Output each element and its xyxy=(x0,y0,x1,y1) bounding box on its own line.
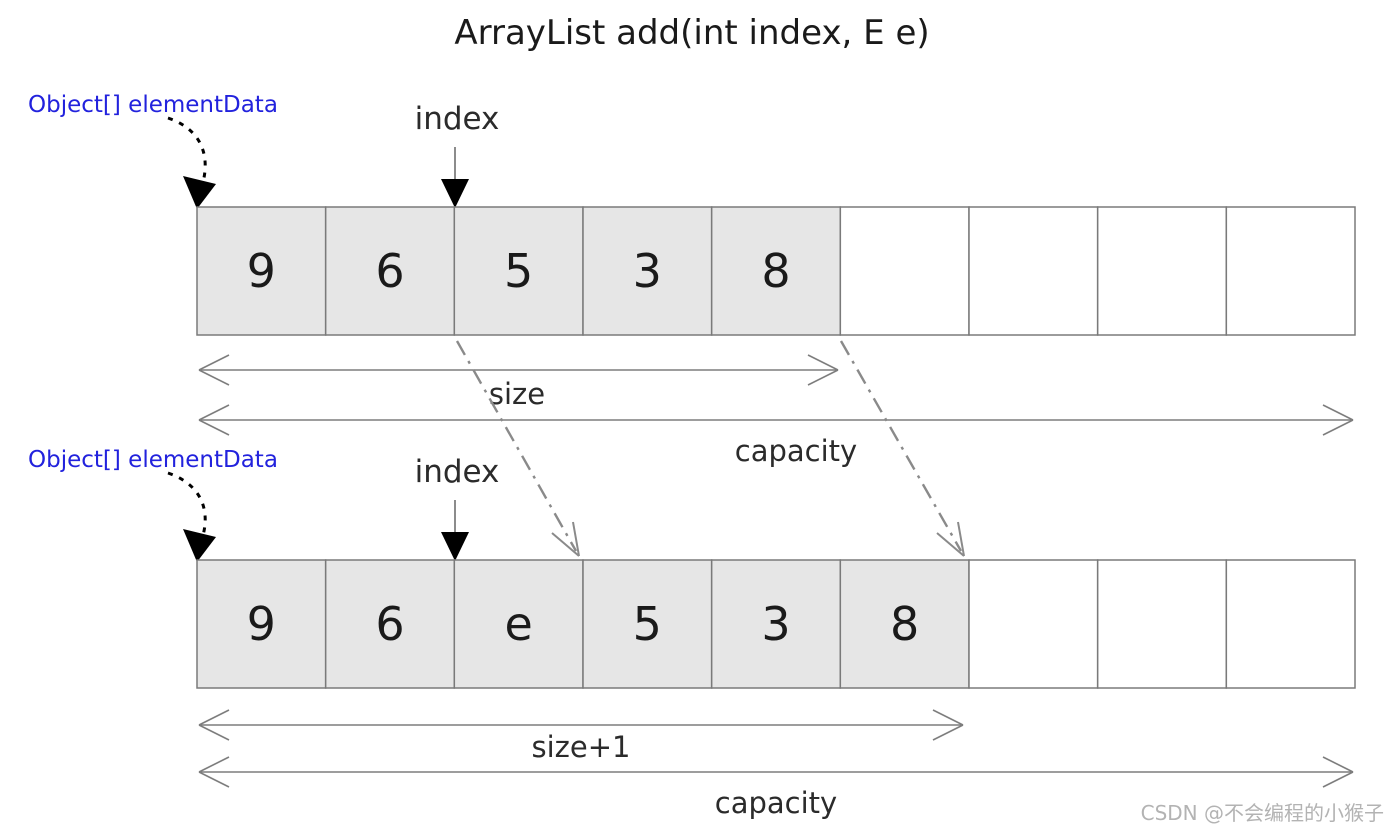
bottom-array-section: Object[] elementData index 9 6 e 5 3 xyxy=(28,447,1356,820)
array-cell xyxy=(968,559,1099,689)
top-array-section: Object[] elementData index 9 6 5 3 8 xyxy=(28,92,1356,468)
cell-value: 3 xyxy=(761,597,790,651)
array-cell xyxy=(196,206,327,336)
top-size-arrow xyxy=(198,354,839,386)
arrowhead-icon xyxy=(936,532,965,557)
arrowhead-icon xyxy=(551,532,580,557)
arrowhead-icon xyxy=(807,354,839,371)
arrow-shaft xyxy=(839,340,963,552)
cell-value: 9 xyxy=(247,244,276,298)
cell-value: 6 xyxy=(375,597,404,651)
arrowhead-icon xyxy=(198,369,230,386)
arrowhead-icon xyxy=(198,724,230,741)
cell-value: 8 xyxy=(761,244,790,298)
arrowhead-icon xyxy=(198,771,230,788)
bottom-elementdata-pointer-arrow xyxy=(167,471,216,562)
arrowhead-icon xyxy=(183,529,216,562)
diagram-title: ArrayList add(int index, E e) xyxy=(454,13,929,53)
array-cell xyxy=(1225,206,1356,336)
top-index-label: index xyxy=(415,101,500,137)
shift-arrow-end xyxy=(839,340,965,557)
top-capacity-arrow xyxy=(198,404,1354,436)
array-cell xyxy=(968,206,1099,336)
bottom-index-pointer-arrow xyxy=(441,500,469,561)
cell-value-inserted: e xyxy=(505,597,533,651)
top-index-pointer-arrow xyxy=(441,147,469,208)
array-cell xyxy=(582,559,713,689)
top-array: 9 6 5 3 8 xyxy=(196,206,1356,336)
arrowhead-icon xyxy=(198,354,230,371)
dashed-curve xyxy=(167,471,207,540)
arrowhead-icon xyxy=(183,176,216,209)
cell-value: 9 xyxy=(247,597,276,651)
arrowhead-icon xyxy=(957,521,965,557)
arrowhead-icon xyxy=(572,521,580,557)
bottom-capacity-label: capacity xyxy=(715,786,837,820)
array-cell xyxy=(1096,559,1228,689)
cell-value: 5 xyxy=(504,244,533,298)
array-cell xyxy=(1096,206,1228,336)
bottom-array: 9 6 e 5 3 8 xyxy=(196,559,1356,689)
top-size-label: size xyxy=(489,377,545,411)
arrow-shaft xyxy=(455,340,578,552)
array-cell xyxy=(710,559,842,689)
cell-value: 8 xyxy=(890,597,919,651)
cell-value: 3 xyxy=(633,244,662,298)
array-cell xyxy=(453,206,584,336)
bottom-capacity-arrow xyxy=(198,756,1354,788)
cell-value: 6 xyxy=(375,244,404,298)
arrowhead-icon xyxy=(198,756,230,773)
arrowhead-icon xyxy=(198,404,230,421)
top-elementdata-label: Object[] elementData xyxy=(28,92,278,118)
bottom-size-label: size+1 xyxy=(532,730,631,764)
arrowhead-icon xyxy=(441,532,469,561)
array-cell xyxy=(839,206,970,336)
arrowhead-icon xyxy=(932,709,964,726)
arrowhead-icon xyxy=(198,419,230,436)
dashed-curve xyxy=(167,116,207,187)
arrowhead-icon xyxy=(198,709,230,726)
bottom-elementdata-label: Object[] elementData xyxy=(28,447,278,473)
cell-value: 5 xyxy=(633,597,662,651)
arrowhead-icon xyxy=(1322,756,1354,773)
bottom-index-label: index xyxy=(415,454,500,490)
arrowhead-icon xyxy=(807,369,839,386)
csdn-watermark: CSDN @不会编程的小猴子 xyxy=(1141,801,1384,825)
array-cell xyxy=(324,559,456,689)
arrowhead-icon xyxy=(932,724,964,741)
arrowhead-icon xyxy=(1322,404,1354,421)
arrowhead-icon xyxy=(1322,419,1354,436)
top-capacity-label: capacity xyxy=(735,434,857,468)
array-cell xyxy=(324,206,456,336)
array-cell xyxy=(1225,559,1356,689)
array-cell xyxy=(196,559,327,689)
arrowhead-icon xyxy=(1322,771,1354,788)
array-cell xyxy=(839,559,970,689)
arrowhead-icon xyxy=(441,179,469,208)
bottom-size-arrow xyxy=(198,709,964,741)
top-elementdata-pointer-arrow xyxy=(167,116,216,209)
shift-arrow-index xyxy=(455,340,580,557)
